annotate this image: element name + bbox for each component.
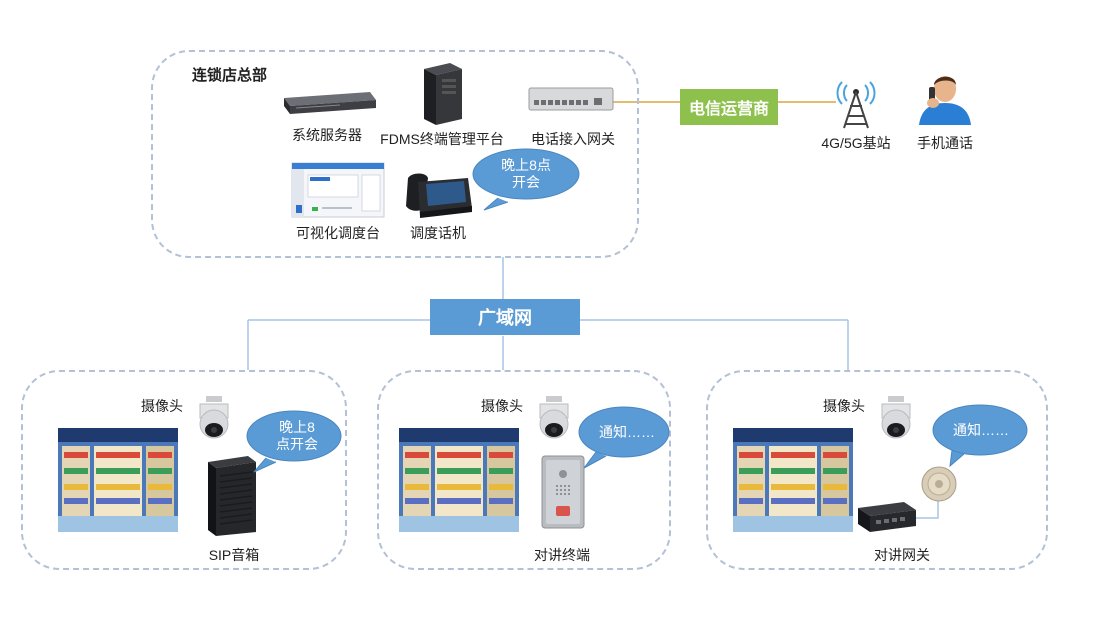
- store2-bubble-text: 通知……: [599, 423, 655, 440]
- hq-speech-bubble: 晚上8点 开会: [472, 148, 580, 211]
- mobile-caller-icon: [913, 69, 977, 125]
- store-group-3: [706, 370, 1048, 570]
- store3-photo: [733, 428, 853, 532]
- store-group-1: [21, 370, 347, 570]
- console-label: 可视化调度台: [296, 225, 380, 241]
- rack-server-icon: [284, 92, 376, 114]
- base-station-label: 4G/5G基站: [821, 135, 891, 151]
- mobile-label: 手机通话: [917, 135, 973, 151]
- store-group-2: [377, 370, 671, 570]
- store3-bubble-text: 通知……: [953, 421, 1009, 438]
- store1-device-label: SIP音箱: [208, 547, 260, 563]
- dispatch-console-icon: [291, 162, 385, 218]
- wan-tag: 广域网: [430, 299, 580, 335]
- intercom-gateway-icon: [858, 502, 916, 532]
- intercom-terminal-icon: [541, 455, 585, 529]
- carrier-tag: 电信运营商: [680, 89, 778, 125]
- desk-phone-icon: [406, 173, 472, 218]
- ceiling-speaker-icon: [921, 466, 957, 502]
- sip-speaker-icon: [208, 456, 256, 536]
- store3-camera-icon: [881, 396, 911, 439]
- store1-speech-bubble: 晚上8 点开会: [244, 410, 342, 473]
- gateway-label: 电话接入网关: [531, 131, 615, 147]
- store2-speech-bubble: 通知……: [576, 406, 670, 469]
- hq-title: 连锁店总部: [192, 67, 268, 84]
- store2-camera-icon: [539, 396, 569, 439]
- cell-tower-icon: [836, 81, 876, 129]
- store1-photo: [58, 428, 178, 532]
- phone-label: 调度话机: [410, 225, 466, 241]
- store1-camera-icon: [199, 396, 229, 439]
- store2-camera-label: 摄像头: [481, 398, 523, 414]
- tower-server-icon: [424, 63, 462, 125]
- fdms-label: FDMS终端管理平台: [380, 131, 504, 147]
- server-label: 系统服务器: [292, 127, 362, 143]
- hq-bubble-text: 晚上8点 开会: [501, 157, 551, 190]
- store1-camera-label: 摄像头: [141, 398, 183, 414]
- store3-camera-label: 摄像头: [823, 398, 865, 414]
- store2-photo: [399, 428, 519, 532]
- store3-device-label: 对讲网关: [874, 547, 930, 563]
- gateway-device-icon: [528, 87, 614, 111]
- store1-bubble-text: 晚上8 点开会: [276, 419, 318, 452]
- hq-group: [151, 50, 639, 258]
- store3-speech-bubble: 通知……: [930, 404, 1028, 468]
- speaker-to-gateway-line: [916, 500, 939, 519]
- store2-device-label: 对讲终端: [534, 547, 590, 563]
